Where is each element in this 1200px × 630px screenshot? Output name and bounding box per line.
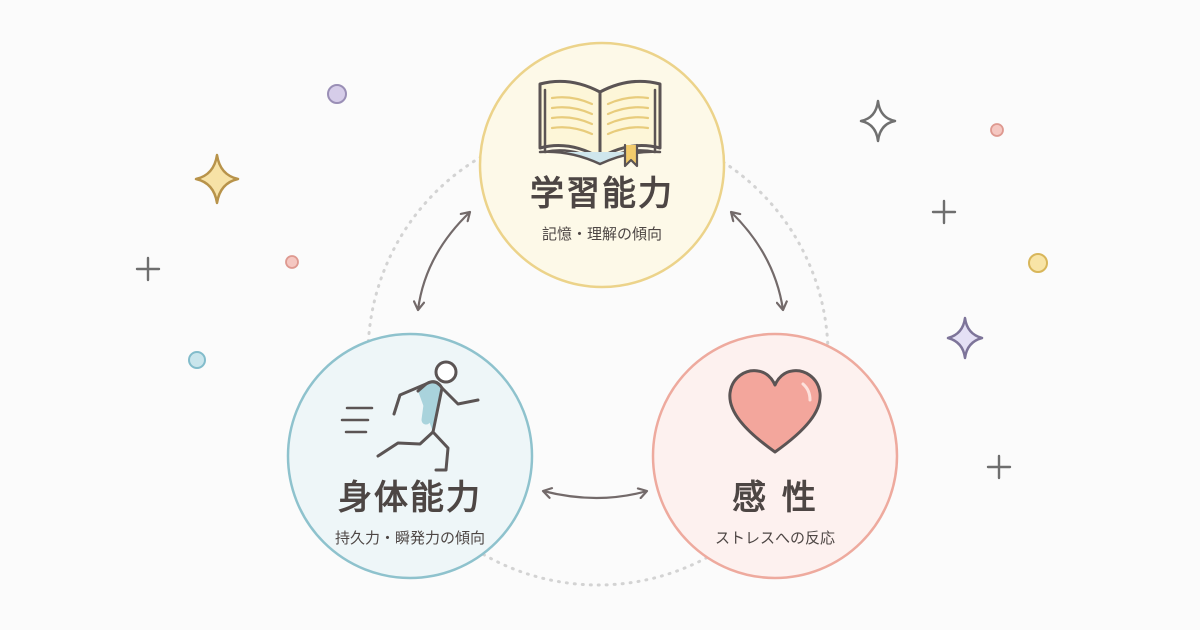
dot-icon [188, 351, 206, 369]
sparkle-icon [194, 153, 240, 205]
physical-title: 身体能力 [338, 478, 482, 518]
sensitivity-circle [651, 332, 899, 580]
sensitivity-subtitle: ストレスへの反応 [714, 529, 835, 548]
physical-subtitle: 持久力・瞬発力の傾向 [334, 529, 485, 548]
sensitivity-title: 感 性 [732, 478, 818, 518]
heart-icon [728, 369, 822, 454]
plus-icon [986, 454, 1012, 480]
learning-label: 学習能力 記憶・理解の傾向 [482, 174, 722, 244]
learning-circle [478, 41, 726, 289]
arrow-learning-physical [418, 212, 470, 310]
running-person-icon [340, 360, 480, 472]
dot-icon [327, 84, 347, 104]
dot-icon [990, 123, 1004, 137]
arrow-physical-sensitivity [543, 491, 647, 498]
physical-circle [286, 332, 534, 580]
open-book-icon [538, 79, 662, 168]
arrow-learning-sensitivity [731, 212, 783, 310]
sparkle-icon [859, 99, 897, 143]
decorations [135, 84, 1048, 480]
plus-icon [931, 199, 957, 225]
sparkle-icon [946, 316, 984, 360]
sensitivity-label: 感 性 ストレスへの反応 [655, 478, 895, 548]
dot-icon [1028, 253, 1048, 273]
plus-icon [135, 256, 161, 282]
dot-icon [285, 255, 299, 269]
learning-title: 学習能力 [530, 174, 674, 214]
learning-subtitle: 記憶・理解の傾向 [541, 225, 662, 244]
physical-label: 身体能力 持久力・瞬発力の傾向 [290, 478, 530, 548]
